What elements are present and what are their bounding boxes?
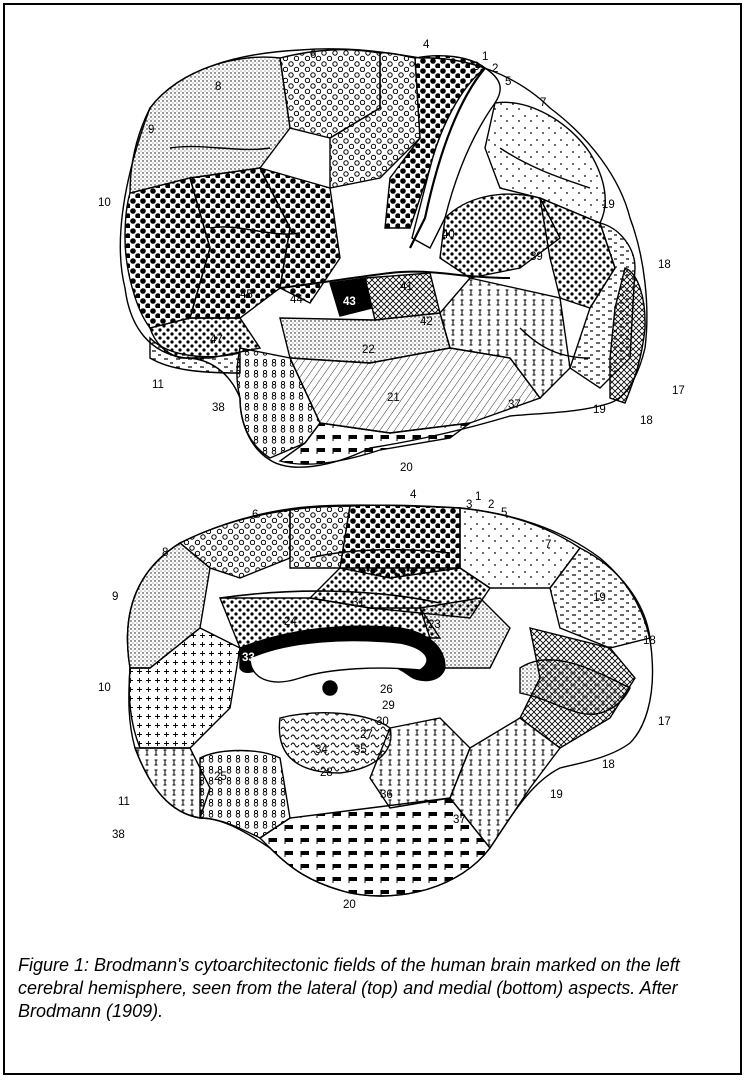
- medial-label-26: 26: [380, 684, 393, 696]
- lateral-label-17: 17: [672, 385, 685, 397]
- lateral-label-1: 1: [482, 51, 488, 63]
- medial-label-3: 3: [466, 499, 472, 511]
- lateral-label-45: 45: [240, 289, 253, 301]
- medial-label-10: 10: [98, 682, 111, 694]
- medial-black-dot: [323, 681, 337, 695]
- lateral-label-6: 6: [310, 49, 316, 61]
- lateral-label-38: 38: [212, 402, 225, 414]
- lateral-label-8: 8: [215, 81, 221, 93]
- medial-label-23: 23: [428, 619, 441, 631]
- medial-label-24: 24: [284, 616, 297, 628]
- medial-label-1: 1: [475, 491, 481, 503]
- lateral-label-19a: 19: [602, 199, 615, 211]
- medial-label-27: 27: [360, 729, 373, 741]
- lateral-label-20: 20: [400, 462, 413, 474]
- medial-area-38: [200, 751, 290, 839]
- medial-label-28: 28: [320, 767, 333, 779]
- medial-label-20: 20: [343, 899, 356, 911]
- lateral-label-2: 2: [492, 63, 498, 75]
- medial-label-11: 11: [118, 796, 130, 808]
- medial-label-30: 30: [376, 716, 389, 728]
- brodmann-figure: 4 3 1 2 5 6 8 7 9 10 19 40 39 18 44 43 4…: [90, 28, 690, 943]
- medial-label-19b: 19: [550, 789, 563, 801]
- lateral-label-39: 39: [530, 251, 543, 263]
- lateral-label-18a: 18: [658, 259, 671, 271]
- lateral-label-41: 41: [400, 281, 413, 293]
- medial-label-19a: 19: [593, 592, 606, 604]
- lateral-label-19b: 19: [593, 404, 606, 416]
- lateral-label-22: 22: [362, 344, 375, 356]
- medial-label-31: 31: [352, 597, 365, 609]
- medial-label-8: 8: [162, 547, 168, 559]
- lateral-label-42: 42: [420, 316, 433, 328]
- medial-label-33: 33: [242, 652, 255, 664]
- lateral-label-44: 44: [290, 294, 303, 306]
- lateral-label-37: 37: [508, 399, 521, 411]
- figure-caption: Figure 1: Brodmann's cytoarchitectonic f…: [18, 954, 738, 1023]
- lateral-view: [120, 49, 647, 467]
- lateral-label-4: 4: [423, 39, 430, 51]
- medial-label-17: 17: [658, 716, 671, 728]
- lateral-label-40: 40: [442, 229, 455, 241]
- medial-label-35: 35: [354, 744, 367, 756]
- lateral-label-7: 7: [540, 97, 546, 109]
- lateral-label-47: 47: [210, 334, 223, 346]
- medial-label-4: 4: [410, 489, 417, 501]
- medial-label-7: 7: [545, 539, 551, 551]
- medial-label-6: 6: [252, 509, 258, 521]
- medial-area-4: [340, 505, 460, 578]
- lateral-label-5: 5: [505, 76, 511, 88]
- medial-label-34: 34: [315, 744, 328, 756]
- medial-label-25: 25: [214, 771, 227, 783]
- medial-label-2: 2: [488, 499, 494, 511]
- lateral-label-9: 9: [148, 124, 154, 136]
- medial-label-38: 38: [112, 829, 125, 841]
- lateral-label-21: 21: [387, 392, 400, 404]
- medial-label-18b: 18: [602, 759, 615, 771]
- medial-label-5: 5: [501, 507, 507, 519]
- lateral-area-21: [290, 348, 540, 433]
- medial-label-9: 9: [112, 591, 118, 603]
- lateral-label-18b: 18: [640, 415, 653, 427]
- lateral-label-43: 43: [343, 296, 356, 308]
- medial-label-29: 29: [382, 700, 395, 712]
- lateral-label-3: 3: [473, 61, 479, 73]
- medial-label-36: 36: [380, 789, 393, 801]
- medial-label-18a: 18: [643, 635, 656, 647]
- lateral-label-10: 10: [98, 197, 111, 209]
- medial-label-37: 37: [453, 814, 466, 826]
- lateral-label-11: 11: [152, 379, 164, 391]
- brodmann-diagram-svg: 4 3 1 2 5 6 8 7 9 10 19 40 39 18 44 43 4…: [90, 28, 690, 943]
